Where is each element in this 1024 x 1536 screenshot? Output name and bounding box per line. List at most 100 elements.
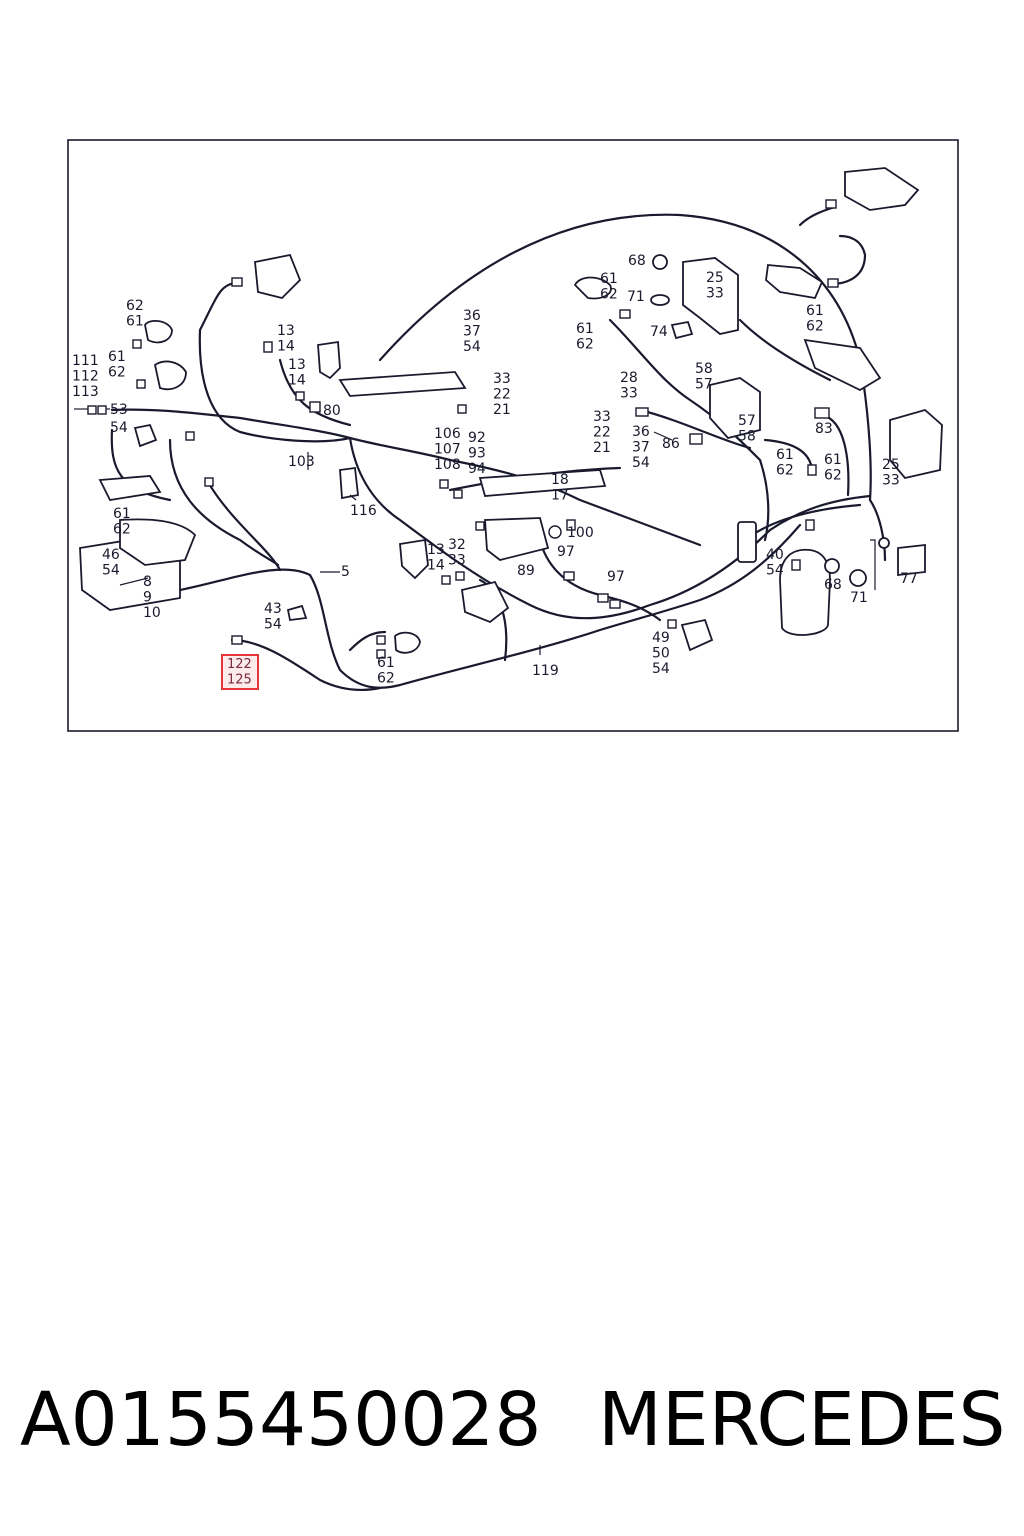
seat-rail <box>338 371 467 397</box>
callout-line: 62 <box>126 298 144 314</box>
callout-line: 18 <box>551 472 569 488</box>
rear-shelf-lamp <box>844 167 920 211</box>
callout-line: 33 <box>593 409 611 425</box>
callout-line: 5 <box>341 564 350 580</box>
harness-wires <box>110 205 887 691</box>
callout-line: 58 <box>738 429 756 445</box>
callout-line: 80 <box>323 403 341 419</box>
callout-line: 61 <box>600 271 618 287</box>
left-connector-block <box>98 475 162 501</box>
callout-line: 83 <box>815 421 833 437</box>
callout-line: 71 <box>627 289 645 305</box>
callout-line: 113 <box>72 384 99 400</box>
fuel-sender <box>573 276 612 300</box>
callout-line: 61 <box>806 303 824 319</box>
callout-line: 17 <box>551 488 569 504</box>
callout-line: 71 <box>850 590 868 606</box>
callout-line: 62 <box>576 337 594 353</box>
callout-line: 61 <box>377 655 395 671</box>
callout-line: 13 <box>288 357 306 373</box>
callout-line: 68 <box>628 253 646 269</box>
washer-71-lower <box>849 569 867 587</box>
callout-c12: 103 <box>288 454 315 470</box>
callout-line: 22 <box>493 387 511 403</box>
callout-line: 40 <box>766 547 784 563</box>
callout-line: 22 <box>593 425 611 441</box>
seat-belt-buckle-front <box>317 340 341 380</box>
callout-c36: 68 <box>628 253 646 269</box>
seat-rail-2 <box>478 469 607 497</box>
callout-line: 103 <box>288 454 315 470</box>
callout-line: 58 <box>695 361 713 377</box>
callout-line: 94 <box>468 461 486 477</box>
switch-panel <box>254 253 302 299</box>
callout-line: 54 <box>110 420 128 436</box>
callout-line: 54 <box>102 563 120 579</box>
callout-line: 68 <box>824 577 842 593</box>
callout-c27: 97 <box>557 544 575 560</box>
callout-line: 21 <box>593 440 611 456</box>
grommet <box>737 521 757 563</box>
callout-line: 119 <box>532 663 559 679</box>
callout-line: 46 <box>102 547 120 563</box>
callout-line: 14 <box>288 373 306 389</box>
callout-line: 61 <box>126 314 144 330</box>
callout-line: 100 <box>567 525 594 541</box>
nut-74 <box>670 320 694 340</box>
callout-line: 106 <box>434 426 461 442</box>
relay-43-54 <box>286 604 308 621</box>
callout-line: 25 <box>706 270 724 286</box>
callout-c49: 68 <box>824 577 842 593</box>
callout-c14: 5 <box>341 564 350 580</box>
components <box>79 167 943 654</box>
callout-line: 33 <box>882 473 900 489</box>
callout-line: 13 <box>427 542 445 558</box>
callout-line: 111 <box>72 353 99 369</box>
callout-line: 14 <box>427 558 445 574</box>
callout-line: 77 <box>900 571 918 587</box>
callout-line: 54 <box>632 455 650 471</box>
callout-line: 57 <box>695 377 713 393</box>
callout-line: 33 <box>706 286 724 302</box>
trunk-light-assembly <box>765 264 824 300</box>
bolt-68 <box>652 254 668 270</box>
callout-line: 61 <box>576 321 594 337</box>
sensor-49-50 <box>680 618 714 652</box>
callout-line: 54 <box>652 661 670 677</box>
callout-c35: 71 <box>627 289 645 305</box>
callout-line: 74 <box>650 324 668 340</box>
callout-c29: 97 <box>607 569 625 585</box>
antenna-motor <box>779 548 831 636</box>
callout-line: 9 <box>143 590 152 606</box>
callout-line: 62 <box>776 463 794 479</box>
callout-line: 122 <box>227 657 252 672</box>
callout-line: 62 <box>600 287 618 303</box>
callout-line: 62 <box>113 522 131 538</box>
lamp-61-62-bottom <box>394 631 421 654</box>
callout-line: 25 <box>882 457 900 473</box>
seat-belt-buckle-rear <box>399 538 429 580</box>
callout-line: 107 <box>434 442 461 458</box>
callout-line: 43 <box>264 601 282 617</box>
lamp-61-62-upper-left <box>144 319 173 344</box>
callout-line: 61 <box>113 506 131 522</box>
callout-line: 116 <box>350 503 377 519</box>
callout-line: 62 <box>806 319 824 335</box>
bracket-77 <box>897 543 926 577</box>
